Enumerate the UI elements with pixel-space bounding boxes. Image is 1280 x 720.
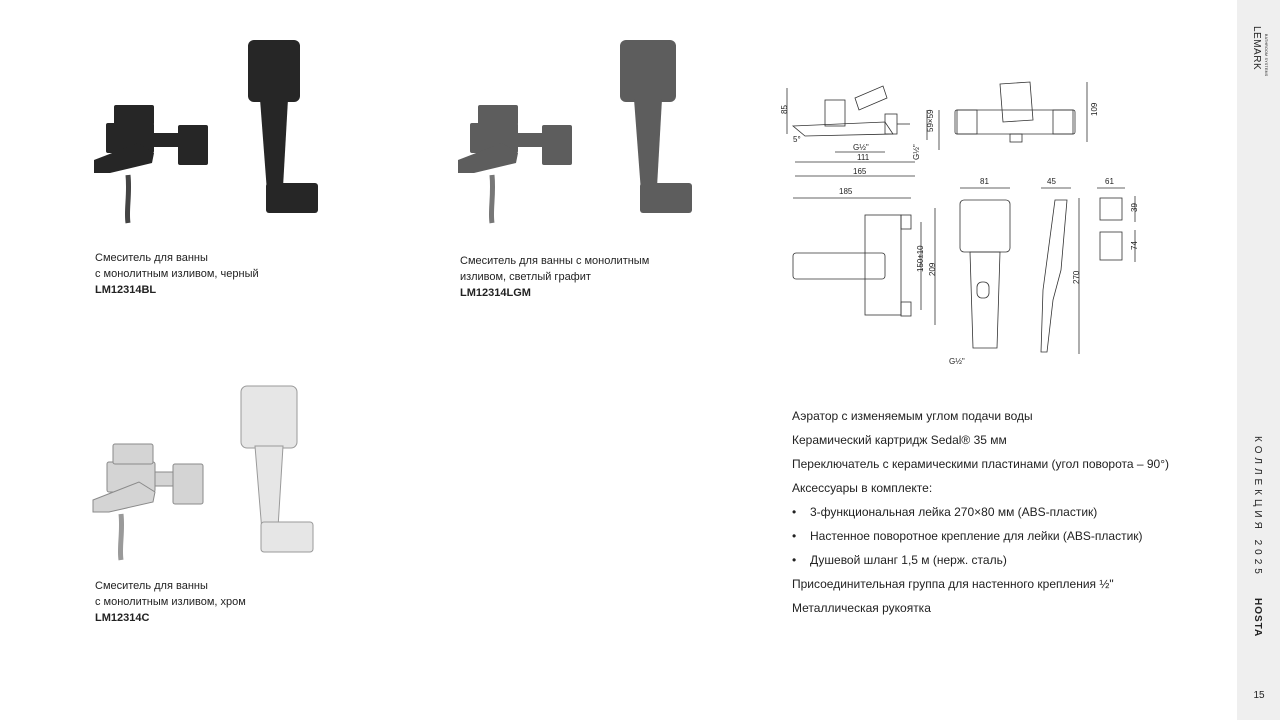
- side-view: [786, 85, 940, 177]
- caption-line: Смеситель для ванны: [95, 580, 208, 592]
- page-number: 15: [1253, 690, 1265, 701]
- collection-label: КОЛЛЕКЦИЯ 2025: [1252, 436, 1263, 578]
- dim-g12-a: G½": [853, 143, 869, 152]
- caption-line: с монолитным изливом, хром: [95, 596, 246, 608]
- dim-74: 74: [1130, 241, 1139, 250]
- spec-item: Переключатель с керамическими пластинами…: [792, 457, 1170, 471]
- series-label: HOSTA: [1252, 598, 1263, 638]
- dim-61: 61: [1105, 177, 1114, 186]
- hand-shower-front-view: [959, 187, 1011, 349]
- dim-165: 165: [853, 167, 867, 176]
- product-image-chrome: [92, 385, 314, 561]
- caption-line: Смеситель для ванны: [95, 252, 208, 264]
- dim-109: 109: [1090, 102, 1099, 116]
- hand-shower: [248, 40, 318, 213]
- dim-81: 81: [980, 177, 989, 186]
- dim-111: 111: [857, 153, 870, 162]
- product-image-black: [94, 40, 318, 224]
- spec-accessory-item: 3-функциональная лейка 270×80 мм (ABS-пл…: [792, 500, 1222, 524]
- dim-270: 270: [1072, 270, 1081, 284]
- dim-185: 185: [839, 187, 853, 196]
- brand-tagline: BATHROOM SYSTEMS: [1264, 34, 1268, 77]
- sidebar: [1237, 0, 1280, 720]
- dim-150: 150±10: [916, 245, 925, 272]
- product-code: LM12314BL: [95, 284, 157, 296]
- product-caption-light-graphite: Смеситель для ванны с монолитным изливом…: [460, 253, 649, 301]
- holder-view: [1097, 187, 1136, 262]
- hand-shower: [620, 40, 692, 213]
- spec-item: Металлическая рукоятка: [792, 601, 931, 615]
- hand-shower-side-view: [1040, 187, 1080, 354]
- mixer-body: [92, 443, 204, 513]
- spec-item: Аксессуары в комплекте:: [792, 481, 933, 495]
- mixer-body: [458, 105, 572, 173]
- specs-list: Аэратор с изменяемым углом подачи воды К…: [792, 404, 1222, 620]
- spec-item: Присоединительная группа для настенного …: [792, 577, 1114, 591]
- front-view: [792, 197, 936, 325]
- hose: [488, 174, 496, 224]
- dim-angle: 5°: [793, 135, 801, 144]
- product-caption-black: Смеситель для ванны с монолитным изливом…: [95, 250, 259, 298]
- product-code: LM12314LGM: [460, 287, 531, 299]
- caption-line: изливом, светлый графит: [460, 271, 591, 283]
- brand-name: LEMARK: [1251, 26, 1262, 70]
- spec-item: Аэратор с изменяемым углом подачи воды: [792, 409, 1033, 423]
- dim-85: 85: [780, 105, 789, 114]
- caption-line: Смеситель для ванны с монолитным: [460, 255, 650, 267]
- dim-209: 209: [928, 262, 937, 276]
- spec-accessory-item: Душевой шланг 1,5 м (нерж. сталь): [792, 548, 1222, 572]
- dim-39: 39: [1130, 203, 1139, 212]
- spec-item: Керамический картридж Sedal® 35 мм: [792, 433, 1007, 447]
- hand-shower: [240, 385, 314, 553]
- technical-drawing: 85 59×59 G½" G½" 111 165 5° 109 185 150±…: [780, 81, 1139, 366]
- dim-g12-c: G½": [949, 357, 965, 366]
- product-caption-chrome: Смеситель для ванны с монолитным изливом…: [95, 578, 246, 626]
- caption-line: с монолитным изливом, черный: [95, 268, 259, 280]
- top-view: [954, 81, 1088, 143]
- hose: [117, 513, 125, 561]
- mixer-body: [94, 105, 208, 173]
- product-code: LM12314C: [95, 612, 150, 624]
- brand-logo: LEMARK BATHROOM SYSTEMS: [1251, 26, 1268, 77]
- dim-g12-b: G½": [912, 144, 921, 160]
- spec-accessory-item: Настенное поворотное крепление для лейки…: [792, 524, 1222, 548]
- product-image-light-graphite: [458, 40, 692, 224]
- dim-59: 59×59: [926, 109, 935, 132]
- dim-45: 45: [1047, 177, 1056, 186]
- hose: [124, 174, 132, 224]
